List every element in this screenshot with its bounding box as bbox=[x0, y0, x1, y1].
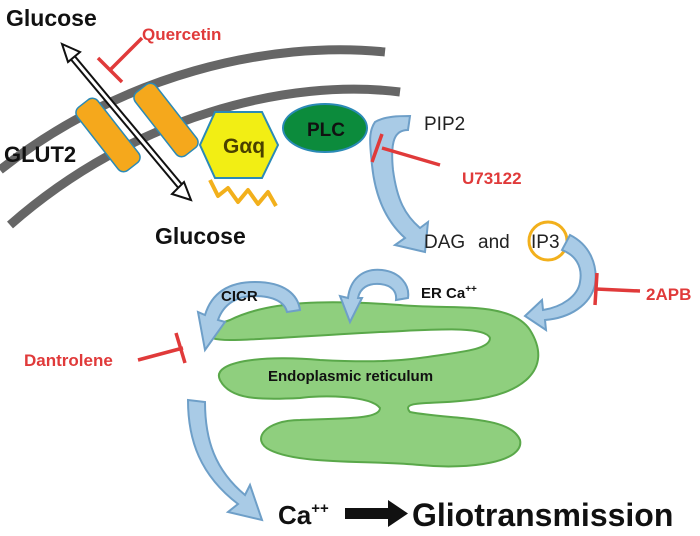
glut2-label: GLUT2 bbox=[4, 142, 76, 167]
ca-release-arrow bbox=[186, 398, 264, 522]
ip3-to-er-arrow bbox=[523, 233, 597, 333]
2apb-label: 2APB bbox=[646, 285, 691, 304]
dantrolene-label: Dantrolene bbox=[24, 351, 113, 370]
and-label: and bbox=[478, 232, 510, 253]
gliotransmission-label: Gliotransmission bbox=[412, 497, 673, 533]
er-ca-label: ER Ca++ bbox=[421, 284, 477, 302]
plc-enzyme bbox=[282, 103, 368, 153]
ca-label: Ca++ bbox=[278, 500, 329, 530]
ip3-label: IP3 bbox=[531, 232, 560, 253]
endoplasmic-reticulum-shape bbox=[206, 301, 540, 468]
dantrolene-inhibitor-bar bbox=[137, 332, 187, 364]
pip2-to-dag-arrow bbox=[369, 114, 430, 254]
glucose-transport-arrow bbox=[60, 42, 193, 202]
u73122-inhibitor-bar bbox=[370, 133, 441, 167]
ca-to-gliotransmission-arrow bbox=[345, 500, 408, 527]
glucose-top-label: Glucose bbox=[6, 5, 97, 31]
cicr-arrow bbox=[196, 280, 302, 353]
pip2-label: PIP2 bbox=[424, 114, 465, 135]
u73122-label: U73122 bbox=[462, 169, 522, 188]
lipid-anchor-squiggle bbox=[208, 179, 278, 207]
galpha-q-protein bbox=[198, 111, 280, 179]
quercetin-inhibitor-bar bbox=[96, 36, 144, 84]
cicr-label: CICR bbox=[221, 288, 258, 305]
glut2-transporter bbox=[75, 82, 199, 173]
galpha-q-label: Gαq bbox=[223, 135, 265, 158]
er-label: Endoplasmic reticulum bbox=[268, 368, 433, 385]
2apb-inhibitor-bar bbox=[593, 272, 641, 306]
inhibitor-bars bbox=[96, 36, 641, 364]
dag-label: DAG bbox=[424, 232, 465, 253]
glucose-bottom-label: Glucose bbox=[155, 223, 246, 249]
quercetin-label: Quercetin bbox=[142, 25, 221, 44]
er-ca-arrow bbox=[338, 268, 410, 325]
cell-membrane bbox=[0, 45, 401, 229]
plc-label: PLC bbox=[307, 120, 345, 141]
